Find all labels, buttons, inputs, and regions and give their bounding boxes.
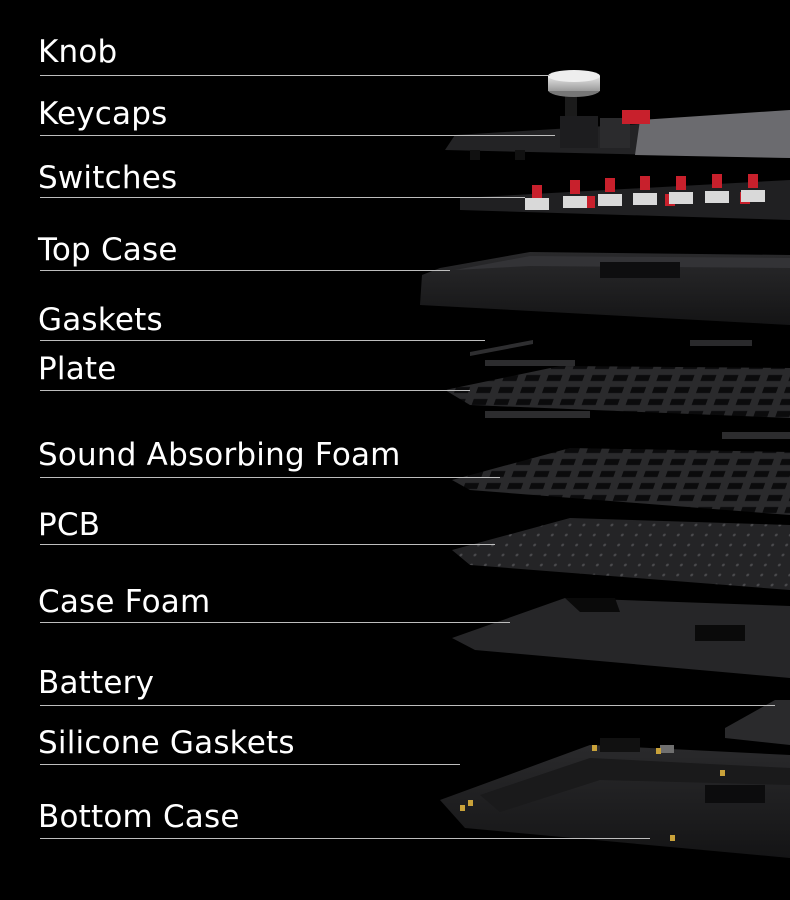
battery-component	[725, 700, 790, 745]
case-foam-component	[452, 598, 790, 678]
switches-component	[460, 174, 790, 220]
pcb-component	[452, 518, 790, 590]
label-knob: Knob	[38, 34, 118, 70]
leader-line-knob	[40, 75, 550, 76]
leader-line-pcb	[40, 544, 495, 545]
leader-line-switches	[40, 197, 525, 198]
leader-line-keycaps	[40, 135, 555, 136]
plate-component	[445, 360, 790, 439]
label-case-foam: Case Foam	[38, 584, 211, 620]
label-top-case: Top Case	[38, 232, 178, 268]
label-switches: Switches	[38, 160, 178, 196]
label-gaskets: Gaskets	[38, 302, 163, 338]
leader-line-bottom-case	[40, 838, 650, 839]
label-keycaps: Keycaps	[38, 96, 168, 132]
leader-line-case-foam	[40, 622, 510, 623]
label-plate: Plate	[38, 351, 117, 387]
top-case-component	[420, 252, 790, 325]
knob-component	[548, 70, 600, 122]
label-bottom-case: Bottom Case	[38, 799, 240, 835]
sound-absorbing-foam-component	[452, 448, 790, 515]
bottom-case-component	[440, 738, 790, 858]
leader-line-top-case	[40, 270, 450, 271]
leader-line-battery	[40, 705, 775, 706]
label-silicone-gaskets: Silicone Gaskets	[38, 725, 295, 761]
label-pcb: PCB	[38, 507, 101, 543]
leader-line-silicone-gaskets	[40, 764, 460, 765]
leader-line-gaskets	[40, 340, 485, 341]
leader-line-plate	[40, 390, 470, 391]
label-sound-absorbing-foam: Sound Absorbing Foam	[38, 437, 401, 473]
keycaps-component	[445, 110, 790, 160]
gaskets-component	[470, 340, 752, 356]
label-battery: Battery	[38, 665, 155, 701]
leader-line-sound-absorbing-foam	[40, 477, 500, 478]
